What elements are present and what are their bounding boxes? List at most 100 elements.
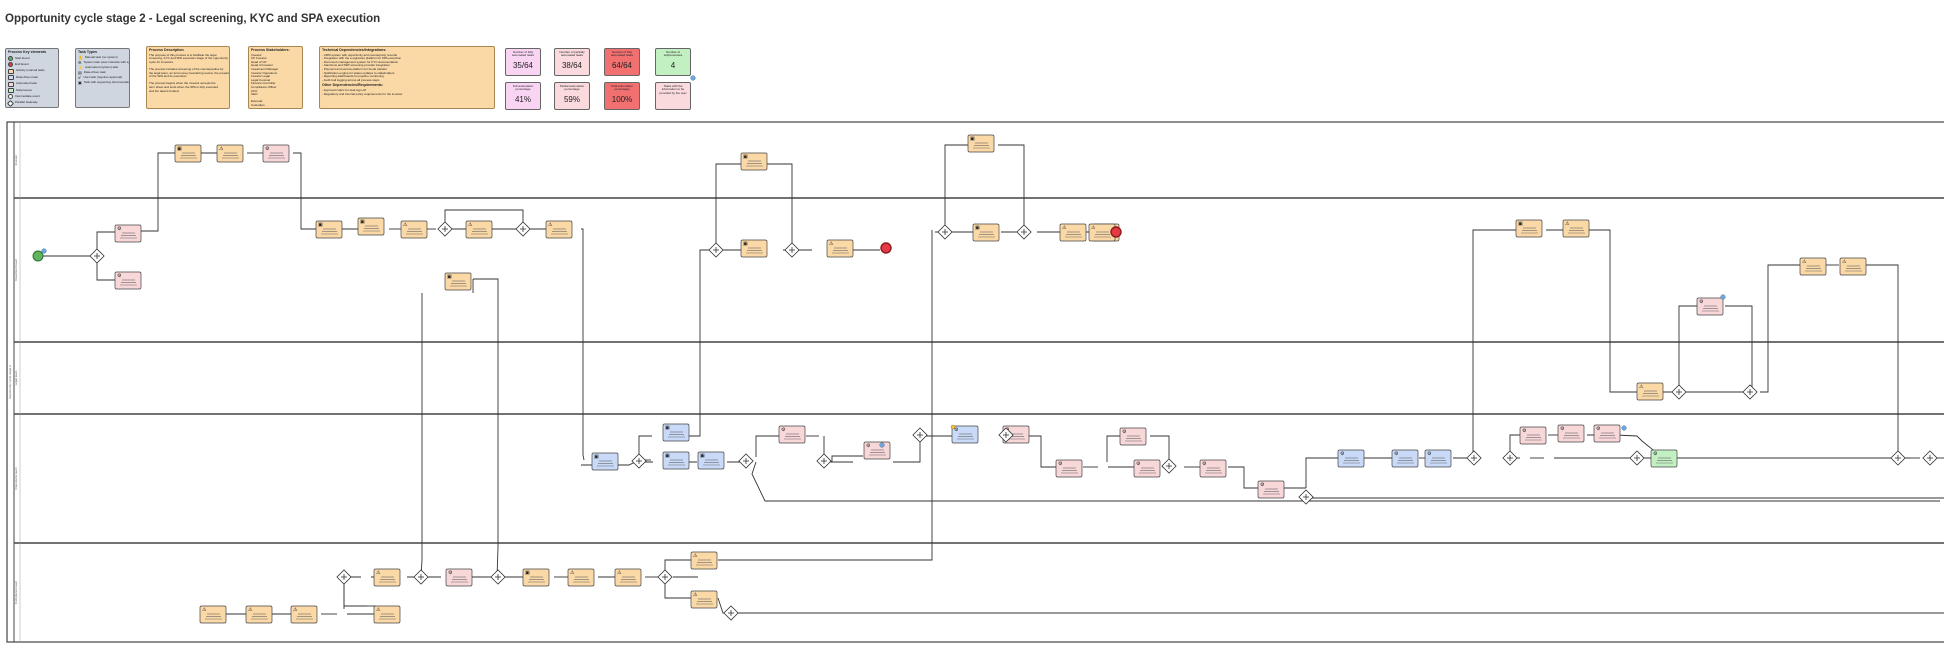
legend-task-item: ✔User task (requires approval) bbox=[78, 75, 127, 80]
legend-task-item: ⚡Automated (system) task bbox=[78, 65, 127, 70]
task-type-icon: ⚠ bbox=[219, 146, 224, 152]
parallel-gateway bbox=[631, 453, 647, 469]
process-task: ▣ bbox=[967, 134, 995, 153]
sequence-flow bbox=[751, 461, 1940, 502]
sequence-flow bbox=[1509, 434, 1520, 457]
kpi-label: Full automation percentage bbox=[512, 84, 534, 92]
task-type-icon: ▣ bbox=[594, 454, 599, 460]
process-task: ⚠ bbox=[373, 568, 401, 587]
sequence-flow bbox=[831, 455, 863, 462]
legend-element-label: Intermediate event bbox=[15, 94, 40, 99]
task-type-icon: ⚙ bbox=[1122, 429, 1127, 435]
technical-dependency-line: - Sanctions and PEP screening provider i… bbox=[322, 63, 390, 68]
kpi-label: Total automation percentage bbox=[610, 84, 633, 92]
kpi-label: Partial automation percentage bbox=[559, 84, 585, 92]
process-task: ⚠ bbox=[690, 590, 718, 609]
end-event-icon bbox=[1110, 226, 1122, 238]
other-dependencies-title: Other Dependencies/Requirements: bbox=[322, 83, 384, 88]
process-pool bbox=[6, 121, 1944, 643]
process-task: ⚠ bbox=[567, 568, 595, 587]
task-type-icon: ⚠ bbox=[693, 592, 698, 598]
process-task: ⚙ bbox=[114, 271, 142, 290]
legend-task-type-icon: ⚙ bbox=[78, 59, 82, 65]
process-task: ⚙ bbox=[1519, 426, 1547, 445]
kpi-label: Number of fully automated tasks bbox=[610, 50, 633, 58]
sequence-flow bbox=[944, 144, 978, 232]
legend-task-label: Task with supporting documentation bbox=[83, 79, 130, 84]
lane-label: Investment team bbox=[14, 258, 18, 281]
process-description-line: The process includes screening of the co… bbox=[149, 66, 224, 71]
legend-swatch-icon bbox=[8, 87, 14, 93]
legend-task-item: ✋Manual task (no system) bbox=[78, 55, 127, 60]
task-type-icon: ⚙ bbox=[1260, 482, 1265, 488]
kpi-value: 59% bbox=[563, 94, 580, 104]
sequence-flow bbox=[1725, 305, 1753, 392]
process-task: ⚙ bbox=[951, 425, 979, 444]
sequence-flow bbox=[1150, 435, 1170, 467]
process-task: ⚙ bbox=[1055, 459, 1083, 478]
process-task: ⚠ bbox=[216, 144, 244, 163]
technical-dependencies-title: Technical Dependencies/Integrations: bbox=[322, 48, 387, 52]
stakeholder-line: Compliance Officer bbox=[251, 84, 277, 89]
legend-element-label: Parallel Gateway bbox=[15, 100, 38, 105]
legend-element-label: Data-driven task bbox=[16, 74, 38, 79]
task-type-icon: ▣ bbox=[177, 146, 182, 152]
sequence-flow bbox=[664, 559, 691, 572]
legend-swatch-icon bbox=[8, 81, 14, 87]
sequence-flow bbox=[96, 231, 115, 252]
kpi-label: Number of partially automated tasks bbox=[559, 50, 585, 58]
other-dependency-line: - Approval matrix for deal sign-off bbox=[322, 87, 366, 92]
info-badge-icon bbox=[1720, 294, 1726, 300]
parallel-gateway bbox=[1742, 384, 1758, 400]
stakeholder-line: Investor bbox=[251, 52, 262, 57]
kpi-label: Tasks with the information to be provide… bbox=[659, 84, 687, 95]
sequence-flow bbox=[718, 230, 933, 561]
process-task: ⚠ bbox=[545, 220, 573, 239]
sequence-flow bbox=[96, 260, 115, 281]
process-task: ▣ bbox=[740, 152, 768, 171]
legend-element-item: End Event bbox=[8, 62, 56, 68]
sequence-flow bbox=[444, 209, 524, 224]
parallel-gateway bbox=[1298, 489, 1314, 505]
process-task: ⚠ bbox=[199, 605, 227, 624]
task-type-icon: ▣ bbox=[665, 425, 670, 431]
task-type-icon: ▣ bbox=[970, 136, 975, 142]
process-task: ⚠ bbox=[1059, 223, 1087, 242]
process-description-line: of the SPA and its execution. bbox=[149, 74, 188, 79]
stakeholder-line: Investor Legal bbox=[251, 74, 270, 79]
technical-dependency-line: - Payment and escrow platform for funds … bbox=[322, 66, 388, 71]
warning-badge-icon bbox=[950, 424, 956, 430]
task-type-icon: ⚠ bbox=[570, 570, 575, 576]
kpi-label: Number of subprocesses bbox=[663, 50, 683, 58]
task-type-icon: ⚙ bbox=[1136, 461, 1141, 467]
process-description-line: term sheet and ends when the SPA is full… bbox=[149, 84, 218, 89]
process-task: ⚙ bbox=[1593, 424, 1621, 443]
task-type-icon: ⚙ bbox=[1202, 461, 1207, 467]
legend-element-label: Automated task bbox=[16, 81, 37, 86]
legend-task-label: System task (user interacts with system) bbox=[83, 59, 130, 64]
task-type-icon: ⚠ bbox=[1091, 225, 1096, 231]
process-task: ⚠ bbox=[245, 605, 273, 624]
parallel-gateway bbox=[912, 427, 928, 443]
process-task: ⚠ bbox=[1562, 219, 1590, 238]
task-type-icon: ⚙ bbox=[1058, 461, 1063, 467]
sequence-flow bbox=[420, 293, 423, 578]
legend-task-type-icon: ▣ bbox=[78, 79, 82, 85]
task-type-icon: ⚙ bbox=[1699, 299, 1704, 305]
process-task: ⚠ bbox=[1636, 382, 1664, 401]
stakeholder-line: Head of CP bbox=[251, 59, 267, 64]
lane-label: Investor bbox=[14, 155, 18, 166]
sequence-flow bbox=[680, 249, 716, 437]
parallel-gateway bbox=[738, 453, 754, 469]
task-type-icon: ⚠ bbox=[617, 570, 622, 576]
task-type-icon: ⚠ bbox=[248, 607, 253, 613]
task-type-icon: ⚙ bbox=[781, 427, 786, 433]
process-task: ⚙ bbox=[1650, 449, 1678, 468]
sequence-flow bbox=[998, 144, 1025, 232]
legend-task-type-icon: ▤ bbox=[78, 69, 82, 75]
